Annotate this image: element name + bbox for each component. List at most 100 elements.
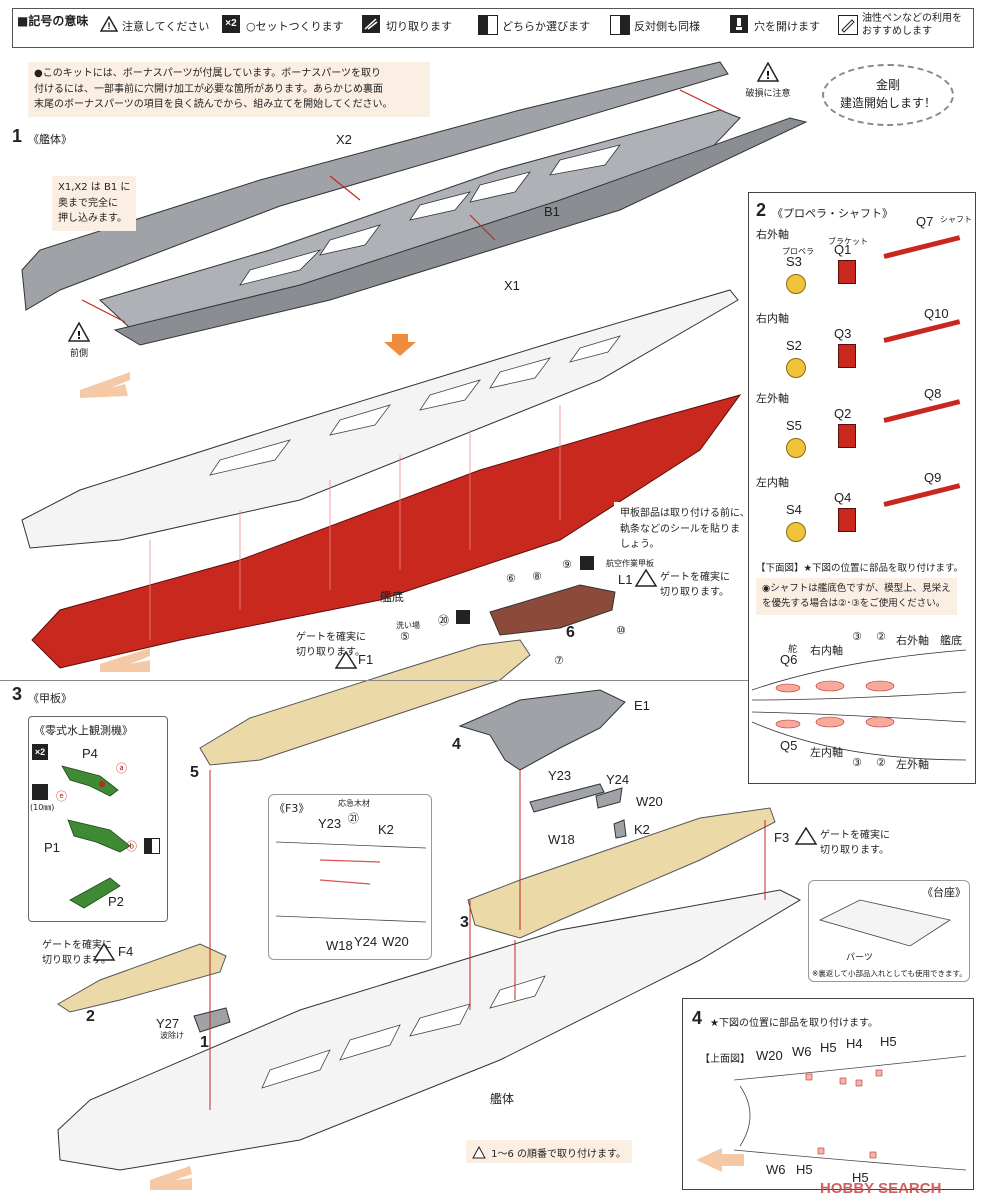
shaft-label: Q10 — [924, 306, 949, 321]
right-outer-label: 右外軸 — [896, 634, 929, 647]
shaft-row-name: 右内軸 — [756, 312, 789, 325]
bracket-icon — [838, 424, 856, 448]
drill-icon — [456, 610, 470, 624]
legend-bar: ■記号の意味 — [12, 8, 974, 48]
c8-label: ⑧ — [532, 570, 542, 583]
f3-part — [467, 807, 776, 939]
e-marker: ⓔ — [56, 790, 67, 803]
keel-part — [31, 394, 742, 669]
order-5: 5 — [190, 764, 199, 781]
legend-text-caution: 注意してください — [122, 20, 210, 33]
svg-text:!: ! — [765, 69, 770, 82]
legend-text-cut: 切り取ります — [386, 20, 452, 33]
f1-label: F1 — [358, 652, 374, 667]
step2-title: 《プロペラ・シャフト》 — [772, 207, 893, 220]
step2-number: 2 — [756, 200, 767, 220]
bonus-parts-note: ●このキットには、ボーナスパーツが付属しています。ボーナスパーツを取り 付けるに… — [28, 62, 430, 117]
sub-bracket: ブラケット — [828, 237, 868, 246]
legend-text-pen: 油性ペンなどの利用を おすすめします — [862, 13, 962, 37]
l1-part — [489, 584, 616, 636]
w20-label: W20 — [636, 794, 663, 809]
h4-label: H4 — [846, 1036, 863, 1051]
shaft-label: Q9 — [924, 470, 942, 485]
f3-detail-box — [268, 794, 432, 960]
c2-top: ② — [876, 630, 886, 643]
c20-label: ⑳ — [438, 614, 449, 627]
down-arrow-icon — [384, 334, 416, 356]
front-caution: ! 前側 — [67, 321, 91, 359]
shaft-row-name: 左内軸 — [756, 476, 789, 489]
c7-label: ⑦ — [554, 654, 564, 667]
bracket-label: Q2 — [834, 406, 852, 421]
bracket-icon — [838, 344, 856, 368]
y24-label: Y24 — [606, 772, 630, 787]
c10-label: ⑩ — [616, 624, 626, 637]
shaft-label: Q7 — [916, 214, 934, 229]
b1-label: B1 — [544, 204, 560, 219]
speech-text: 金剛 建造開始します！ — [839, 78, 936, 110]
c6-label: ⑥ — [506, 572, 516, 585]
shaft-row-name: 左外軸 — [756, 392, 789, 405]
x2-icon: ×2 — [32, 744, 48, 760]
stand-parts: パーツ — [846, 953, 873, 963]
step3-divider — [0, 680, 748, 681]
left-outer-label: 左外軸 — [896, 758, 929, 771]
y27-label: Y27 — [156, 1016, 180, 1031]
f3-box-w20: W20 — [382, 934, 409, 949]
bracket-label: Q1 — [834, 242, 852, 257]
legend-title: ■記号の意味 — [17, 14, 89, 28]
b-marker: ⓑ — [126, 840, 137, 853]
sub-shaft: シャフト — [940, 215, 972, 224]
propeller-label: S2 — [786, 338, 802, 353]
step4-number: 4 — [692, 1008, 703, 1028]
k2-label: K2 — [634, 822, 650, 837]
c3-bottom: ③ — [852, 756, 862, 769]
rudder-label: 舵 — [788, 645, 798, 655]
y23-part — [529, 783, 605, 813]
svg-text:!: ! — [108, 21, 111, 31]
plane-title: 《零式水上観測機》 — [34, 724, 133, 737]
h5-right-label: H5 — [880, 1034, 897, 1049]
watermark: HOBBY SEARCH — [820, 1180, 942, 1197]
f3-box-title: 《F3》 — [274, 802, 310, 815]
y27-caption: 波除け — [160, 1031, 184, 1040]
bracket-icon — [838, 508, 856, 532]
c9-label: ⑨ — [562, 558, 572, 571]
front-arrow-icon — [696, 1148, 744, 1172]
x1-x2-note: X1,X2 は B1 に 奥まで完全に 押し込みます。 — [52, 176, 137, 231]
c5-label: ⑤ — [400, 630, 410, 643]
q6-label: Q6 — [780, 652, 798, 667]
p1-label: P1 — [44, 840, 60, 855]
w18-label: W18 — [548, 832, 575, 847]
e1-part — [458, 689, 626, 771]
cut-icon — [362, 15, 380, 33]
choose-icon — [478, 15, 498, 35]
shaft-color-note: ◉シャフトは艦底色ですが、模型上、見栄え を優先する場合は②･③をご使用ください… — [756, 578, 957, 616]
shaft-label: Q8 — [924, 386, 942, 401]
step4-title: ★下図の位置に部品を取り付けます。 — [710, 1018, 878, 1029]
w6-top-label: W6 — [792, 1044, 812, 1059]
hull-label: 艦体 — [490, 1092, 515, 1106]
gate-note-f4: ゲートを確実に 切り取ります。 — [42, 940, 112, 966]
order-2: 2 — [86, 1008, 95, 1025]
e1-label: E1 — [634, 698, 650, 713]
speech-bubble: 金剛 建造開始します！ — [822, 64, 954, 126]
c2-bottom: ② — [876, 756, 886, 769]
right-inner-label: 右内軸 — [810, 644, 843, 657]
left-inner-label: 左内軸 — [810, 746, 843, 759]
f3-box-w18: W18 — [326, 938, 353, 953]
gate-note-l1: ゲートを確実に 切り取ります。 — [660, 572, 730, 598]
order-6: 6 — [566, 624, 575, 641]
caution-icon: ! — [67, 321, 91, 342]
caution-icon — [472, 1145, 486, 1159]
stand-note: ※裏返して小部品入れとしても使用できます。 — [812, 969, 967, 978]
propeller-icon — [786, 274, 806, 294]
f3-box-caption: 応急木材 — [338, 799, 370, 808]
drill-icon — [580, 556, 594, 570]
